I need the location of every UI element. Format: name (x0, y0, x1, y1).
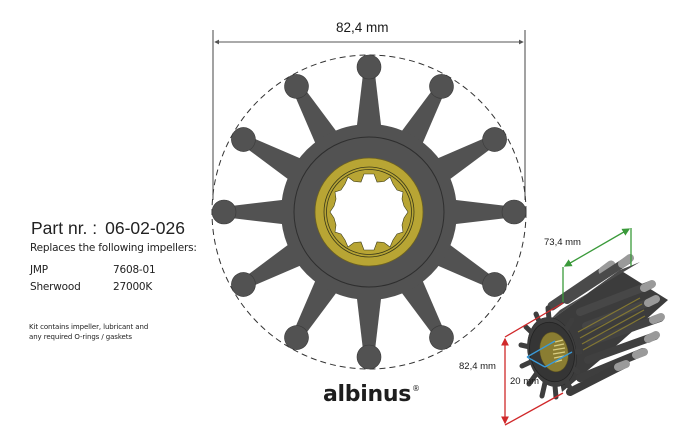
bore-dimension-blue (526, 340, 573, 368)
part-number-value: 06-02-026 (105, 218, 185, 238)
kit-contents-note: Kit contains impeller, lubricant and any… (29, 322, 148, 342)
replacement-code: 27000K (113, 281, 153, 293)
diameter-dimension-red (501, 302, 564, 426)
logo-text: albinus (323, 382, 411, 407)
albinus-logo: albinus® (323, 382, 420, 407)
bore-label: 20 mm (510, 376, 540, 387)
length-label: 73,4 mm (544, 237, 581, 248)
kit-note-line: Kit contains impeller, lubricant and (29, 323, 149, 331)
top-dimension (212, 30, 526, 200)
part-number-heading: Part nr. : 06-02-026 (31, 218, 185, 239)
front-view-impeller (211, 54, 527, 370)
iso-diameter-label: 82,4 mm (459, 361, 496, 372)
replacement-brand: JMP (30, 264, 48, 276)
kit-note-line: any required O-rings / gaskets (29, 333, 132, 341)
length-dimension-green (562, 228, 632, 302)
isometric-impeller (518, 254, 668, 400)
replaces-heading: Replaces the following impellers: (30, 242, 197, 254)
replacement-brand: Sherwood (30, 281, 81, 293)
replacement-code: 7608-01 (113, 264, 156, 276)
front-diameter-label: 82,4 mm (336, 20, 389, 35)
part-number-label: Part nr. : (31, 218, 98, 238)
registered-mark: ® (412, 384, 420, 393)
